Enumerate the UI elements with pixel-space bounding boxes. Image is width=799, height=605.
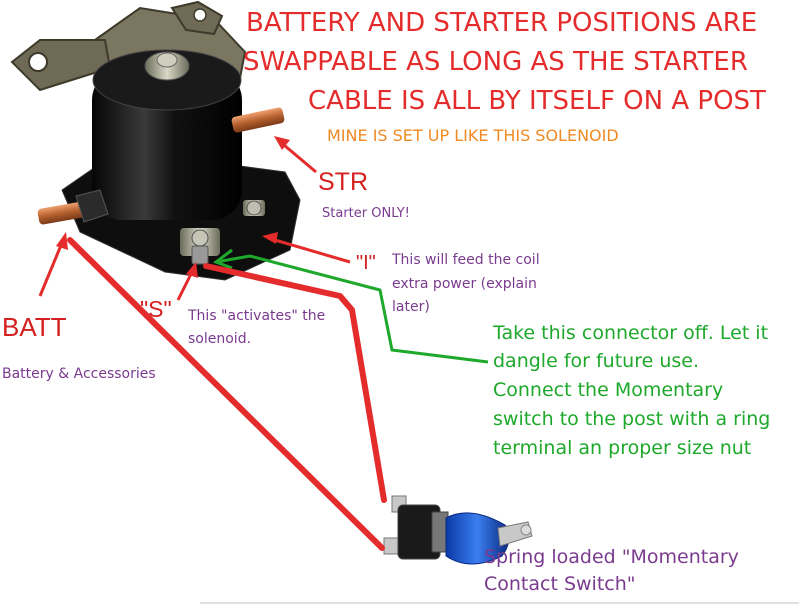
batt-post <box>37 189 109 225</box>
headline-line-1: BATTERY AND STARTER POSITIONS ARE <box>246 8 758 38</box>
batt-note: Battery & Accessories <box>2 366 156 382</box>
i-note-line-1: This will feed the coil <box>392 252 540 268</box>
i-terminal <box>243 200 265 216</box>
momentary-switch-image <box>383 495 533 565</box>
headline-line-2: SWAPPABLE AS LONG AS THE STARTER <box>243 47 748 77</box>
green-wire <box>215 254 489 364</box>
switch-caption-line-1: Spring loaded "Momentary <box>484 546 739 568</box>
instruction-line-3: Connect the Momentary <box>493 379 724 401</box>
str-label: STR <box>318 168 368 196</box>
instruction-line-5: terminal an proper size nut <box>493 437 752 459</box>
headline-line-3: CABLE IS ALL BY ITSELF ON A POST <box>308 86 766 116</box>
switch-caption-line-2: Contact Switch" <box>484 573 636 595</box>
instruction-line-2: dangle for future use. <box>493 350 699 372</box>
s-terminal <box>180 228 220 265</box>
solenoid-image <box>10 0 301 281</box>
s-label: "S" <box>140 296 172 322</box>
wires <box>67 237 489 551</box>
instruction-line-1: Take this connector off. Let it <box>493 322 769 344</box>
i-arrow <box>262 232 351 264</box>
solenoid-body <box>92 70 242 220</box>
str-arrow <box>274 136 317 174</box>
str-post <box>231 107 285 133</box>
instruction-line-4: switch to the post with a ring <box>493 408 771 430</box>
switch-lug-bottom <box>383 537 399 555</box>
str-note: Starter ONLY! <box>322 206 410 221</box>
green-arrow-head <box>212 248 233 270</box>
red-wire-batt <box>67 237 385 551</box>
red-wire-s <box>203 263 387 503</box>
arrows <box>38 136 351 301</box>
s-note-line-1: This "activates" the <box>188 308 326 324</box>
s-note-line-2: solenoid. <box>188 331 252 347</box>
i-note-line-2: extra power (explain <box>392 276 537 292</box>
batt-arrow <box>38 232 68 297</box>
i-label: "I" <box>356 252 376 274</box>
mine-note: MINE IS SET UP LIKE THIS SOLENOID <box>327 126 619 145</box>
batt-label: BATT <box>2 312 67 342</box>
s-arrow <box>176 262 198 301</box>
i-note-line-3: later) <box>392 299 430 315</box>
